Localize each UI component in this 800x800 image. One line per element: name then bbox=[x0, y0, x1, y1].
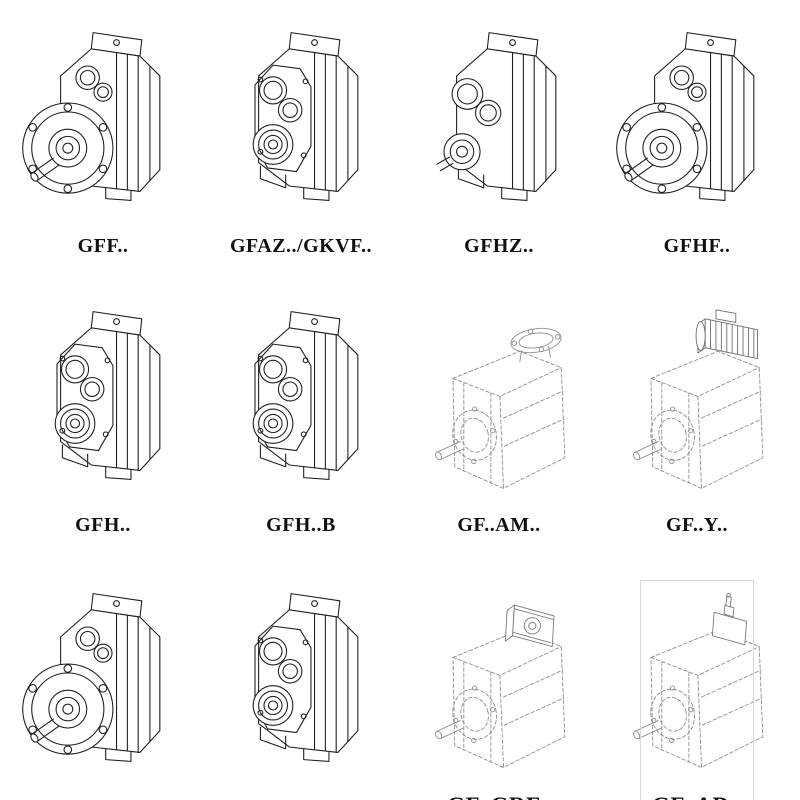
catalog-cell-gf-am: GF..AM.. bbox=[440, 299, 558, 546]
model-label-gfhf: GFHF.. bbox=[663, 235, 731, 257]
gearbox-drawing-gfaz-gkvf bbox=[210, 20, 392, 232]
model-label-gff: GFF.. bbox=[77, 235, 129, 257]
model-label-gf-grf: GF..GRF.. bbox=[447, 793, 551, 800]
model-label-gfh: GFH.. bbox=[75, 514, 131, 536]
gearbox-drawing-gfhz bbox=[408, 20, 590, 232]
gearbox-drawing-gf-am bbox=[408, 299, 590, 511]
gearbox-drawing-gf-ad bbox=[606, 578, 788, 790]
catalog-cell-gf-y: GF..Y.. bbox=[638, 299, 756, 546]
gearbox-drawing-gff bbox=[12, 20, 194, 232]
catalog-cell-gfa-gfv: GFA../GFV.. bbox=[242, 578, 360, 800]
model-label-gfaz-gkvf: GFAZ../GKVF.. bbox=[229, 235, 373, 257]
model-label-gf-am: GF..AM.. bbox=[457, 514, 541, 536]
catalog-cell-gfh: GFH.. bbox=[44, 299, 162, 546]
gearbox-drawing-gf-y bbox=[606, 299, 788, 511]
catalog-cell-gfhz: GFHZ.. bbox=[440, 20, 558, 267]
model-label-gfhz: GFHZ.. bbox=[464, 235, 534, 257]
catalog-cell-gfaz-gkvf: GFAZ../GKVF.. bbox=[230, 20, 372, 267]
catalog-cell-gfaf-gfvf: GFAF../GFVF.. bbox=[44, 578, 170, 800]
gearbox-drawing-gfhf bbox=[606, 20, 788, 232]
gearbox-drawing-gfa-gfv bbox=[210, 581, 392, 793]
catalog-cell-gff: GFF.. bbox=[44, 20, 162, 267]
gearbox-drawing-gfh bbox=[12, 299, 194, 511]
catalog-cell-gf-ad: GF..AD.. bbox=[638, 578, 756, 800]
model-label-gfa-gfv: GFA../GFV.. bbox=[245, 796, 356, 800]
model-label-gf-y: GF..Y.. bbox=[665, 514, 729, 536]
model-label-gfaf-gfvf: GFAF../GFVF.. bbox=[35, 796, 171, 800]
model-label-gfh-b: GFH..B bbox=[266, 514, 336, 536]
catalog-cell-gfhf: GFHF.. bbox=[638, 20, 756, 267]
gearbox-drawing-gf-grf bbox=[408, 578, 590, 790]
gearbox-drawing-gfh-b bbox=[210, 299, 392, 511]
model-label-gf-ad: GF..AD.. bbox=[652, 793, 742, 800]
catalog-cell-gf-grf: GF..GRF.. bbox=[440, 578, 558, 800]
gearbox-drawing-gfaf-gfvf bbox=[12, 581, 194, 793]
catalog-cell-gfh-b: GFH..B bbox=[242, 299, 360, 546]
